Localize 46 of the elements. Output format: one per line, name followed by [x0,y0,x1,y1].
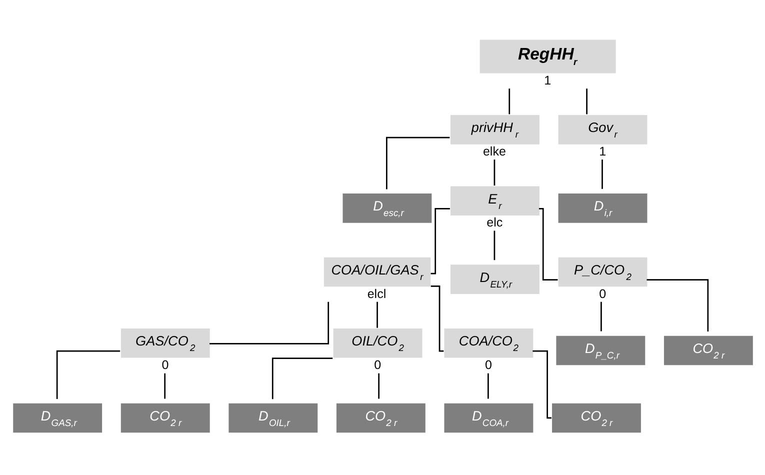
node-box: COA/CO$_{2}$ [444,328,534,358]
node-label: 0 [162,357,169,372]
connector [430,208,450,274]
connector [646,278,709,332]
node-box: P_C/CO$_{2}$ [558,256,648,286]
node-box: GAS/CO$_{2}$ [120,328,210,358]
node-box: D$_{COA,r}$ [444,402,534,432]
connector [164,372,166,398]
connector [586,88,588,114]
node-box: D$_{GAS,r}$ [13,402,102,432]
node-box: CO$_{2 r}$ [336,402,426,432]
node-box: E$_{r}$ [450,186,540,215]
node-box: OIL/CO$_{2}$ [333,328,422,358]
node-box: CO$_{2 r}$ [664,335,753,365]
connector [378,372,380,398]
connector [488,372,489,398]
node-label: 0 [485,357,492,372]
connector [56,350,120,398]
node-box: D$_{i,r}$ [558,193,648,222]
connector [602,159,603,188]
connector [272,357,333,399]
node-box: D$_{ELY,r}$ [450,264,540,294]
connector [210,301,330,344]
node-box: Gov$_{r}$ [558,114,648,144]
connector [494,159,496,186]
node-label: elcl [367,286,386,300]
connector [508,88,510,114]
node-box: D$_{P_C,r}$ [556,335,646,365]
node-box: D$_{esc,r}$ [342,193,432,222]
node-box: COA/OIL/GAS$_{r}$ [324,256,431,286]
node-label: 0 [599,286,606,300]
connector [494,230,496,260]
node-box: CO$_{2 r}$ [552,402,641,432]
node-label: 1 [599,144,606,158]
node-label: 1 [544,72,552,87]
node-box: RegHH$_{r}$ [480,39,616,73]
connector [386,136,450,189]
connector [430,284,444,352]
node-box: CO$_{2 r}$ [120,402,210,432]
node-label: 0 [374,357,382,372]
node-label: elc [486,215,503,230]
connector [600,301,602,331]
connector [376,301,378,328]
node-box: D$_{OIL,r}$ [228,402,318,432]
node-box: privHH$_{r}$ [450,114,540,144]
node-label: elke [482,144,506,158]
